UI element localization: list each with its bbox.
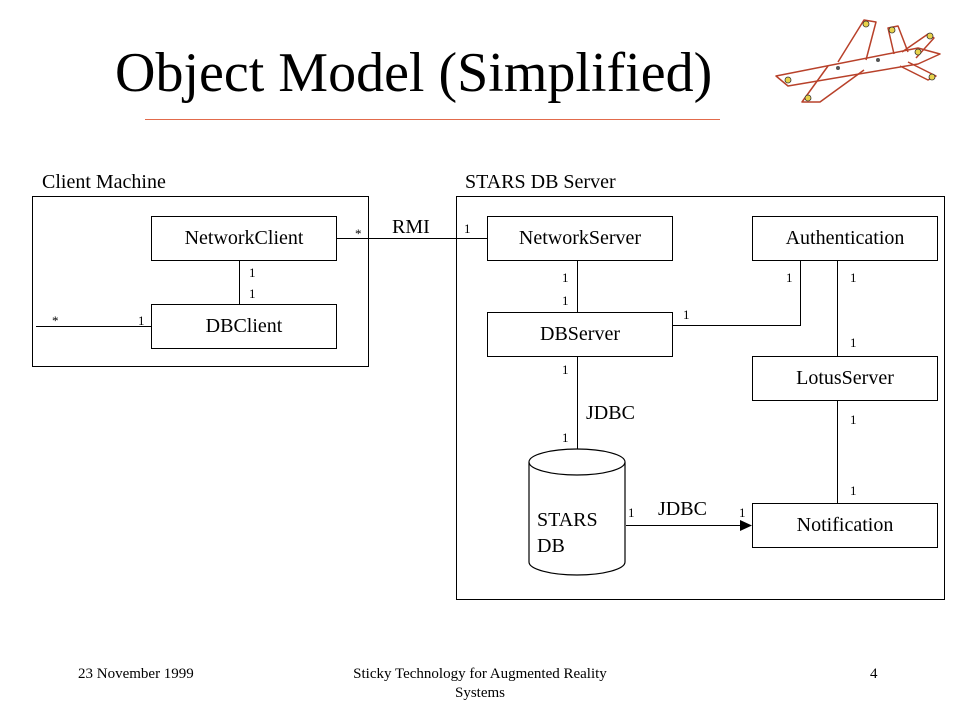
class-db-client: DBClient [151,304,337,349]
database-label-line2: DB [537,535,565,557]
lotusserver-notification-line [837,401,838,503]
dbserver-auth-horizontal-line [673,325,801,326]
multiplicity: 1 [562,293,569,308]
multiplicity: * [355,226,362,241]
multiplicity: 1 [464,221,471,236]
footer-talk-title: Sticky Technology for Augmented Reality … [300,665,660,703]
class-authentication: Authentication [752,216,938,261]
slide-title: Object Model (Simplified) [115,42,713,104]
rmi-label: RMI [392,216,430,238]
footer-talk-title-line2: Systems [454,685,505,701]
class-notification: Notification [752,503,938,548]
server-machine-label: STARS DB Server [465,171,616,193]
multiplicity: 1 [850,412,857,427]
server-machine-frame [456,196,945,600]
client-machine-frame [32,196,369,367]
database-label-line1: STARS [537,509,598,531]
database-cylinder-icon [528,448,626,576]
multiplicity: 1 [138,313,145,328]
auth-lotusserver-line [837,261,838,357]
multiplicity: 1 [683,307,690,322]
class-lotus-server: LotusServer [752,356,938,401]
multiplicity: 1 [850,270,857,285]
multiplicity: 1 [562,430,569,445]
networkclient-dbclient-line [239,260,240,305]
rmi-line [337,238,488,239]
multiplicity: 1 [786,270,793,285]
multiplicity: 1 [562,362,569,377]
class-network-server: NetworkServer [487,216,673,261]
dbserver-database-line [577,357,578,453]
multiplicity: 1 [249,265,256,280]
client-machine-label: Client Machine [42,171,166,193]
footer-date: 23 November 1999 [78,666,194,682]
jet-aircraft-image [775,19,941,103]
multiplicity: 1 [850,335,857,350]
class-db-server: DBServer [487,312,673,357]
multiplicity: 1 [628,505,635,520]
dbclient-external-line [36,326,152,327]
title-rule [145,119,720,120]
networkserver-dbserver-line [577,261,578,312]
footer-page-number: 4 [870,666,878,682]
database-notification-line [626,525,744,526]
dbserver-auth-vertical-line [800,261,801,326]
jdbc-notification-label: JDBC [658,498,707,520]
database-label: STARS DB [537,507,598,559]
multiplicity: 1 [739,505,746,520]
jdbc-server-label: JDBC [586,402,635,424]
footer-talk-title-line1: Sticky Technology for Augmented Reality [353,666,607,682]
class-network-client: NetworkClient [151,216,337,261]
multiplicity: 1 [249,286,256,301]
arrowhead-icon [740,520,752,531]
multiplicity: 1 [850,483,857,498]
multiplicity: 1 [562,270,569,285]
multiplicity: * [52,313,59,328]
